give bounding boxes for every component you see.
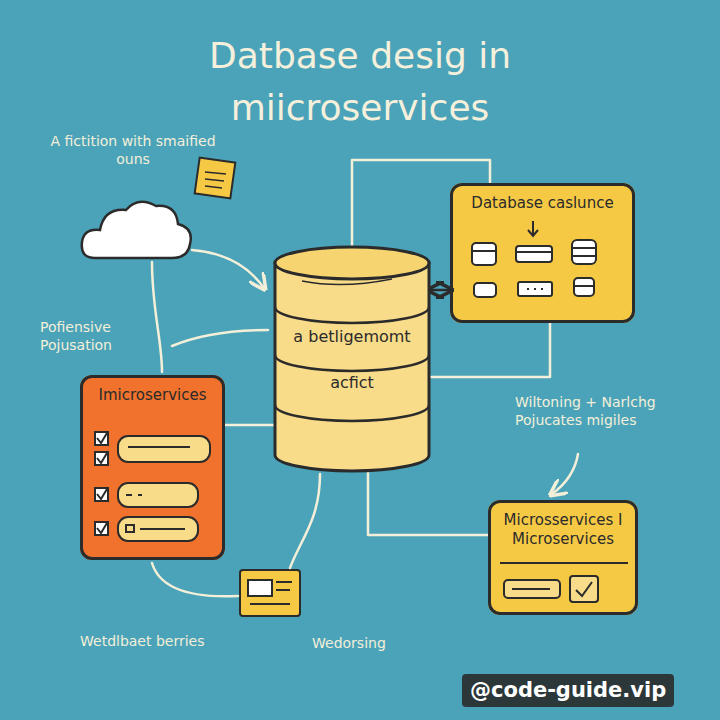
cylinder-text: a betligemomt xyxy=(280,327,424,347)
box-details xyxy=(500,563,628,602)
note-label: Wiltoning + Narlchg Pojucates migiles xyxy=(515,393,685,429)
box-fill xyxy=(80,375,225,560)
connector xyxy=(431,323,550,377)
box-fill xyxy=(450,183,635,323)
diagram-title: Datbase desig in miicroservices xyxy=(170,30,550,134)
note-label: Pofiensive Pojusation xyxy=(40,318,150,354)
cylinder-text: acfict xyxy=(280,373,424,393)
box-title: Microsservices I Microservices xyxy=(501,511,625,549)
connector xyxy=(225,424,274,427)
sticky-note xyxy=(195,158,236,199)
card-icon xyxy=(240,570,300,616)
box-fill xyxy=(488,500,638,615)
service-box: Imicroservices xyxy=(80,375,225,560)
box-title: Database caslunce xyxy=(463,194,622,213)
watermark: @code-guide.vip xyxy=(462,674,674,707)
database-icons xyxy=(472,221,596,297)
service-box: Microsservices I Microservices xyxy=(488,500,638,615)
connector xyxy=(352,160,490,247)
checklist-icons xyxy=(95,432,210,541)
database-cylinder: a betligemomt acfict xyxy=(272,245,432,473)
box-title: Imicroservices xyxy=(93,386,212,405)
database-box: Database caslunce xyxy=(450,183,635,323)
connector xyxy=(368,471,488,535)
note-label: A fictition with smaified ouns xyxy=(48,132,218,168)
note-label: Wedorsing xyxy=(312,634,422,652)
cylinder-outline xyxy=(272,245,432,473)
note-label: Wetdlbaet berries xyxy=(80,632,240,650)
cloud-icon xyxy=(82,202,191,258)
connector xyxy=(430,289,450,292)
